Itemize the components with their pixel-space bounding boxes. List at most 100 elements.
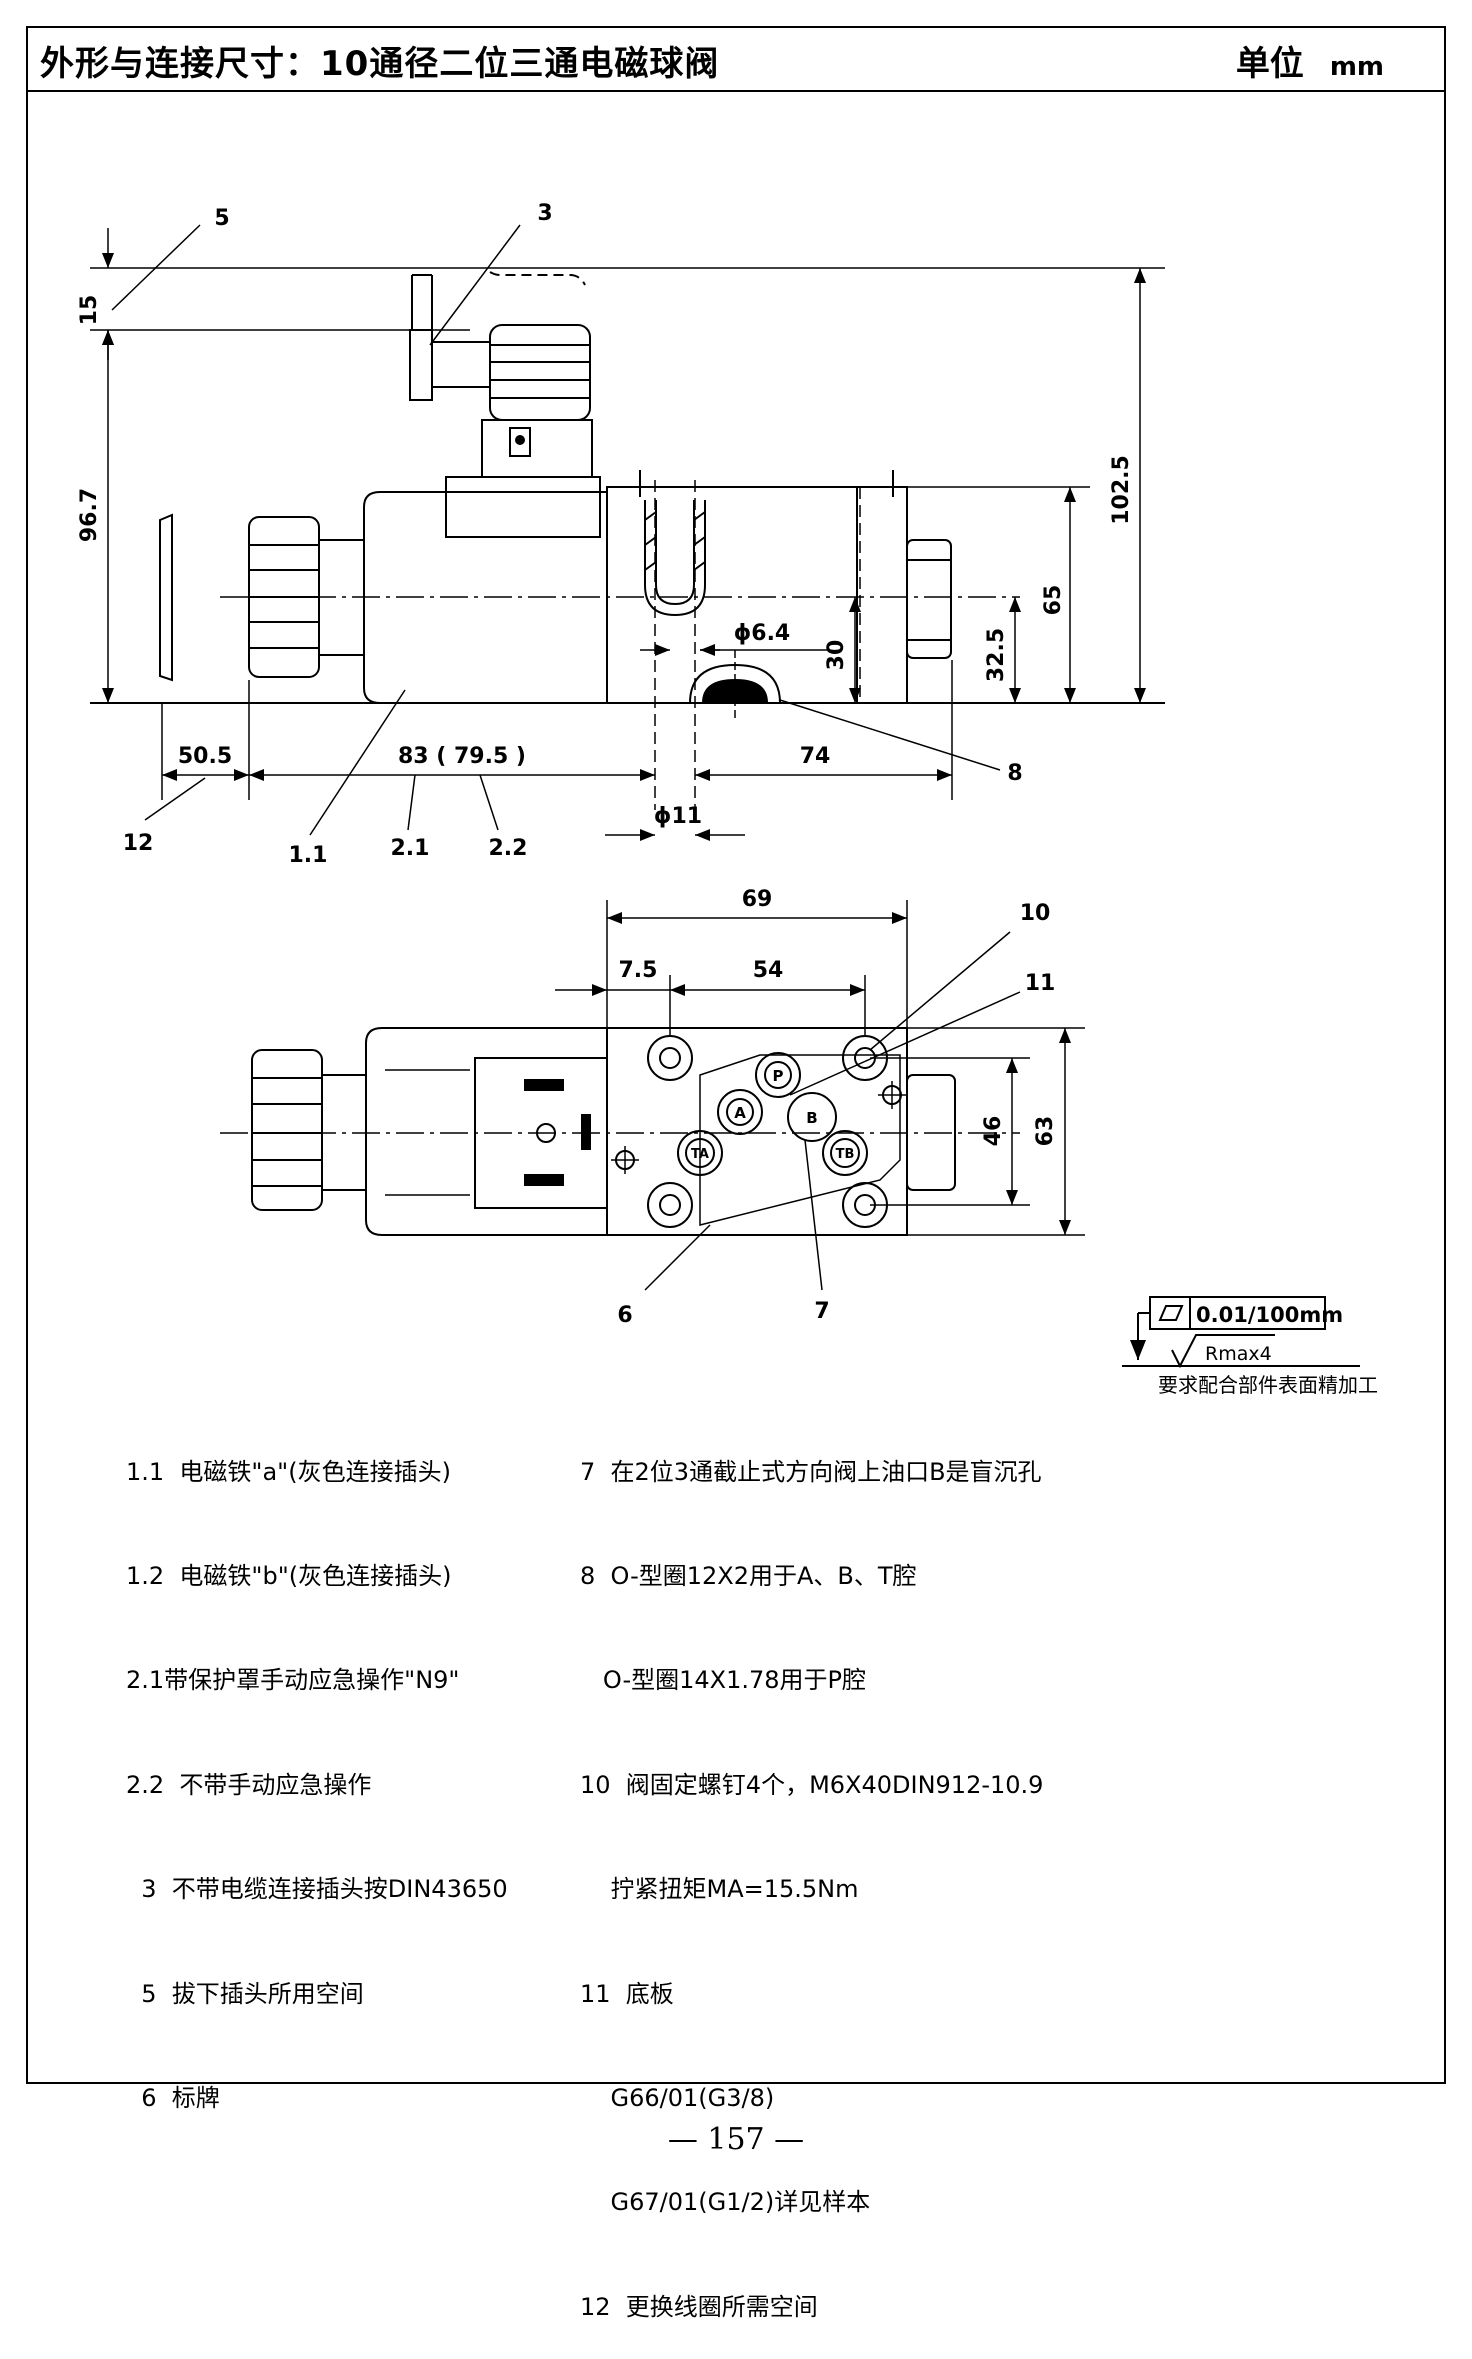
port-tb-inner — [830, 1138, 860, 1168]
valve-end-cap — [906, 539, 952, 659]
port-tb — [822, 1130, 868, 1176]
plug-removal-space — [489, 271, 586, 286]
notes-right: 7 在2位3通截止式方向阀上油口B是盲沉孔 8 O-型圈12X2用于A、B、T腔… — [580, 1385, 1043, 2359]
callout-2-2: 2.2 — [489, 836, 528, 861]
cable-gland — [431, 341, 491, 388]
dim-text-6-4: ϕ6.4 — [734, 621, 791, 646]
dim-text-7-5: 7.5 — [619, 958, 658, 983]
port-label-b: B — [806, 1109, 817, 1127]
connector-screw — [509, 427, 531, 457]
dim-text-46: 46 — [981, 1116, 1006, 1147]
connector-screw-dot — [515, 435, 525, 445]
note-11b: G66/01(G3/8) — [580, 2083, 775, 2112]
top-end-cap — [906, 1074, 956, 1191]
port-p-inner — [764, 1061, 792, 1089]
port-label-p: P — [773, 1067, 784, 1085]
callout-2-1: 2.1 — [391, 836, 430, 861]
hatch — [693, 561, 706, 571]
ports — [677, 1052, 868, 1176]
dim-text-32-5: 32.5 — [984, 628, 1009, 682]
note-8b: O-型圈14X1.78用于P腔 — [580, 1666, 866, 1695]
surface-spec: 0.01/100mm Rmax4 要求配合部件表面精加工 — [1122, 1296, 1378, 1397]
note-1-1: 1.1 电磁铁"a"(灰色连接插头) — [126, 1457, 451, 1486]
page-title: 外形与连接尺寸：10通径二位三通电磁球阀 — [40, 44, 720, 84]
valve-body — [606, 486, 908, 704]
port-a-inner — [726, 1098, 754, 1126]
leader-2-1 — [407, 774, 416, 831]
dim-text-11: ϕ11 — [654, 804, 702, 829]
note-3: 3 不带电缆连接插头按DIN43650 — [126, 1875, 508, 1904]
top-view: P A B TA TB 69 7.5 54 46 63 — [220, 887, 1085, 1328]
bore-section-inner — [655, 500, 695, 606]
leader-7 — [804, 1139, 823, 1291]
dim-text-83: 83 ( 79.5 ) — [398, 744, 526, 769]
bolt-hole-inner — [659, 1047, 681, 1069]
top-solenoid-coil — [365, 1027, 608, 1236]
bolt-hole — [647, 1035, 693, 1081]
leader-10 — [869, 931, 1011, 1051]
connector-center — [536, 1123, 556, 1143]
port-a — [717, 1089, 763, 1135]
leader-12 — [144, 777, 206, 821]
callout-8: 8 — [1007, 761, 1022, 786]
note-2-1: 2.1带保护罩手动应急操作"N9" — [126, 1666, 460, 1695]
port-ta-inner — [685, 1138, 715, 1168]
hatch — [693, 511, 706, 521]
dim-text-69: 69 — [742, 887, 773, 912]
callout-7: 7 — [814, 1299, 829, 1324]
port-label-tb: TB — [836, 1147, 855, 1162]
page-number: — 157 — — [667, 2122, 805, 2157]
callout-10: 10 — [1020, 901, 1051, 926]
callout-1-1: 1.1 — [289, 843, 328, 868]
roughness-symbol — [1171, 1334, 1275, 1369]
side-view: 15 96.7 102.5 65 32.5 30 ϕ6.4 50.5 83 ( … — [77, 201, 1165, 868]
connector-plug — [489, 324, 591, 421]
port-label-a: A — [734, 1104, 746, 1122]
port-b — [787, 1092, 837, 1142]
note-10b: 拧紧扭矩MA=15.5Nm — [580, 1875, 859, 1904]
notes-left: 1.1 电磁铁"a"(灰色连接插头) 1.2 电磁铁"b"(灰色连接插头) 2.… — [126, 1385, 508, 2151]
note-11a: 11 底板 — [580, 1979, 674, 2008]
dim-text-102-5: 102.5 — [1109, 455, 1134, 525]
note-7: 7 在2位3通截止式方向阀上油口B是盲沉孔 — [580, 1457, 1042, 1486]
note-12: 12 更换线圈所需空间 — [580, 2292, 818, 2321]
unit-label: 单位 mm — [1236, 36, 1384, 85]
drawing-frame: 外形与连接尺寸：10通径二位三通电磁球阀 单位 mm — [26, 26, 1446, 2084]
unit-label-text: 单位 — [1235, 44, 1304, 84]
connector-pin — [524, 1079, 564, 1091]
callout-6: 6 — [617, 1303, 632, 1328]
header-bar: 外形与连接尺寸：10通径二位三通电磁球阀 单位 mm — [28, 28, 1444, 92]
hatch — [693, 536, 706, 546]
port-p — [755, 1052, 801, 1098]
connector-pin — [581, 1114, 591, 1150]
unit-value: mm — [1329, 52, 1384, 82]
callout-11: 11 — [1025, 971, 1056, 996]
callout-12: 12 — [123, 831, 154, 856]
leader-6 — [644, 1224, 711, 1291]
note-2-2: 2.2 不带手动应急操作 — [126, 1770, 372, 1799]
callout-3: 3 — [537, 201, 552, 226]
hatch — [644, 561, 657, 571]
port-ta — [677, 1130, 723, 1176]
note-6: 6 标牌 — [126, 2083, 220, 2112]
leader-1-1 — [309, 689, 406, 836]
hatch — [644, 511, 657, 521]
leader-2-2 — [479, 774, 499, 831]
leader-11 — [789, 991, 1021, 1096]
hatch — [644, 536, 657, 546]
dim-text-74: 74 — [800, 744, 831, 769]
dim-text-63: 63 — [1033, 1116, 1058, 1147]
top-valve-body — [606, 1027, 908, 1236]
bolt-hole-inner — [659, 1194, 681, 1216]
flatness-icon — [1158, 1305, 1184, 1321]
solenoid-coil — [363, 491, 608, 704]
surface-spec-note: 要求配合部件表面精加工 — [1158, 1373, 1378, 1397]
coil-replacement-space-plate — [159, 513, 173, 682]
note-1-2: 1.2 电磁铁"b"(灰色连接插头) — [126, 1561, 452, 1590]
connector-pin — [524, 1174, 564, 1186]
note-11c: G67/01(G1/2)详见样本 — [580, 2188, 871, 2217]
technical-drawing: 15 96.7 102.5 65 32.5 30 ϕ6.4 50.5 83 ( … — [77, 201, 1378, 1397]
connector-base — [445, 476, 601, 538]
flatness-value: 0.01/100mm — [1196, 1303, 1343, 1327]
dim-text-50-5: 50.5 — [178, 744, 232, 769]
